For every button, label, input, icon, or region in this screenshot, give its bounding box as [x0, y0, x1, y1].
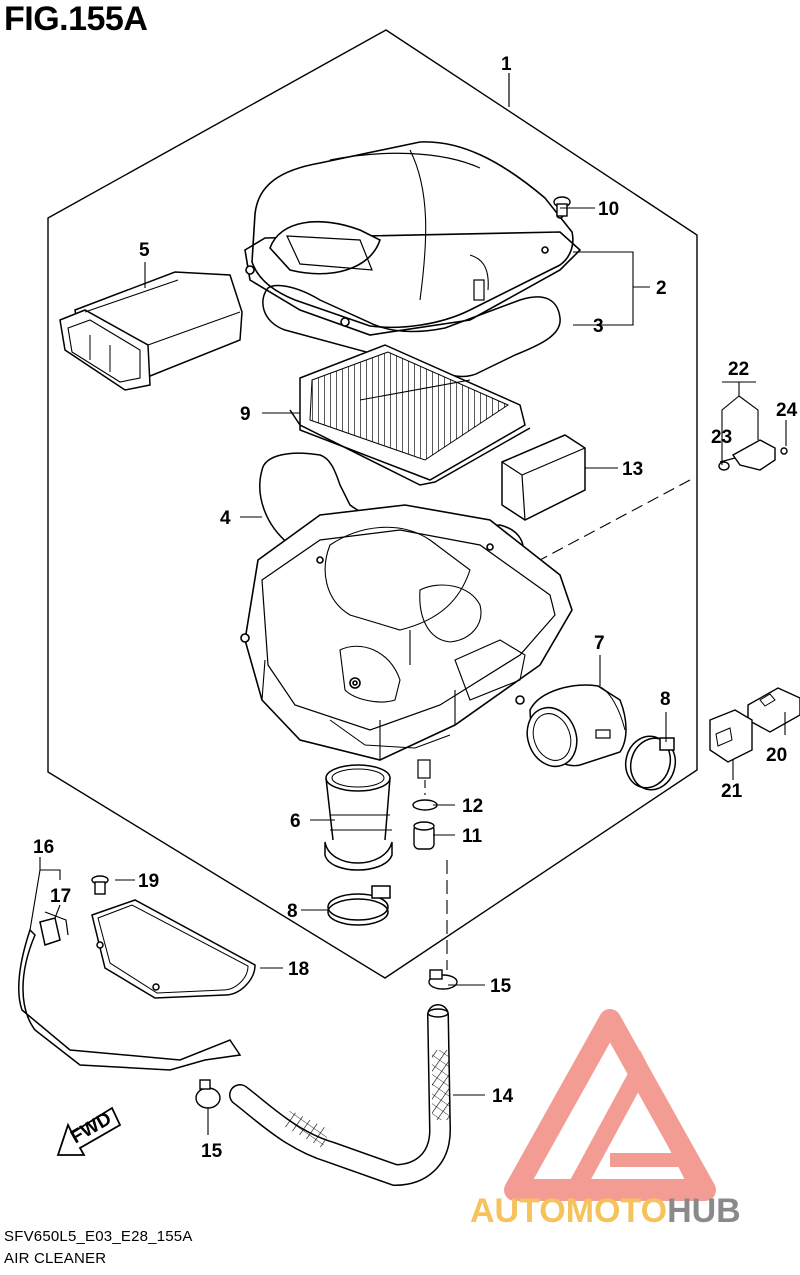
callout-7: 7 [594, 633, 605, 654]
callout-4: 4 [220, 508, 231, 529]
callout-9: 9 [240, 404, 251, 425]
leader-lines [29, 207, 787, 1135]
callout-21: 21 [721, 781, 743, 802]
callout-16: 16 [33, 837, 54, 858]
callout-8-upper: 8 [660, 689, 671, 710]
elbow-hose [526, 684, 627, 768]
hose-fitting [324, 764, 393, 871]
watermark-logo [504, 1009, 716, 1201]
air-cleaner-case [240, 504, 573, 779]
callout-14: 14 [492, 1086, 514, 1107]
clip-19 [91, 875, 109, 895]
cover-plate-18 [91, 899, 256, 999]
callout-11: 11 [462, 826, 483, 847]
watermark-text: AUTOMOTOHUB [470, 1192, 741, 1230]
cap-11 [413, 821, 435, 850]
sensor-22 [718, 439, 788, 471]
callout-1: 1 [501, 54, 512, 75]
callout-12: 12 [462, 796, 483, 817]
callout-labels: 1 2 3 4 5 6 7 8 8 9 10 11 12 13 14 15 15… [33, 54, 798, 1162]
clamp-8-lower [327, 885, 391, 926]
callout-2: 2 [656, 278, 667, 299]
callout-23: 23 [711, 427, 732, 448]
figure-name: AIR CLEANER [4, 1250, 107, 1267]
hose-clamp-15-upper [428, 969, 458, 990]
callout-20: 20 [766, 745, 787, 766]
air-filter-element [289, 344, 531, 486]
callout-15-lower: 15 [201, 1141, 223, 1162]
connector-20 [747, 687, 800, 733]
callout-22: 22 [728, 359, 749, 380]
assembly-boundary [47, 29, 698, 979]
callout-19: 19 [138, 871, 159, 892]
callout-15-upper: 15 [490, 976, 512, 997]
callout-24: 24 [776, 400, 798, 421]
clamp-8-upper [624, 735, 677, 791]
figure-code: SFV650L5_E03_E28_155A [4, 1228, 193, 1245]
intake-duct [59, 271, 243, 391]
callout-13: 13 [622, 459, 643, 480]
foam-pad [501, 434, 586, 521]
callout-10: 10 [598, 199, 619, 220]
callout-6: 6 [290, 811, 301, 832]
figure-title: FIG.155A [4, 0, 148, 38]
screw-10 [553, 196, 571, 217]
air-cleaner-cover [244, 141, 582, 336]
callout-3: 3 [593, 316, 604, 337]
hose-clamp-15-lower [195, 1079, 221, 1109]
callout-18: 18 [288, 959, 309, 980]
callout-8-lower: 8 [287, 901, 298, 922]
callout-5: 5 [139, 240, 150, 261]
drain-bracket [18, 911, 242, 1071]
connector-21 [709, 709, 753, 763]
fwd-arrow-icon: FWD [56, 1106, 122, 1156]
drain-hose [229, 1004, 452, 1187]
callout-17: 17 [50, 886, 71, 907]
